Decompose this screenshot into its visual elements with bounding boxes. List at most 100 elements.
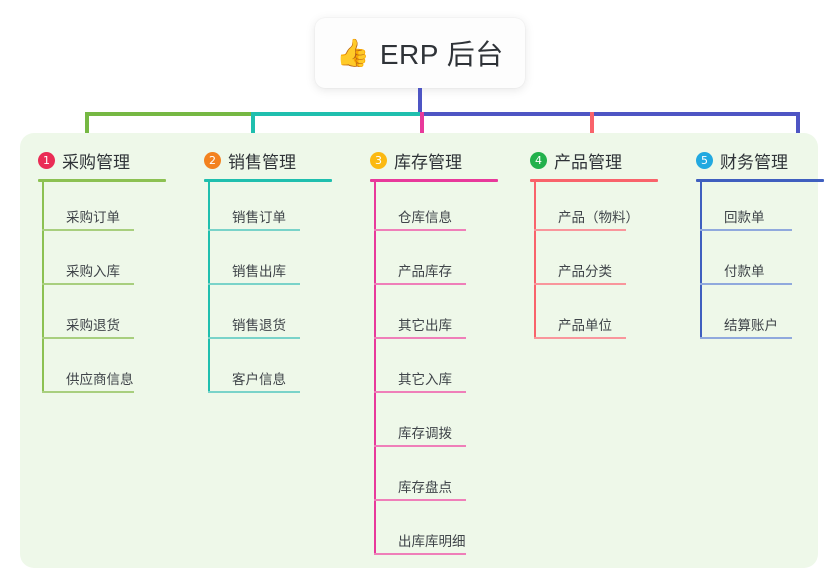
- branch-spine: [42, 182, 44, 393]
- branch-title: 库存管理: [394, 152, 462, 172]
- leaf-item[interactable]: 供应商信息: [42, 344, 185, 398]
- leaf-item[interactable]: 回款单: [700, 182, 839, 236]
- leaf-item-underline: [374, 337, 466, 339]
- leaf-item-underline: [42, 337, 134, 339]
- leaf-item[interactable]: 付款单: [700, 236, 839, 290]
- branch-title: 销售管理: [228, 152, 296, 172]
- leaf-item-underline: [374, 553, 466, 555]
- branch-underline: [530, 179, 658, 182]
- leaf-item-underline: [42, 391, 134, 393]
- leaf-item[interactable]: 产品分类: [534, 236, 677, 290]
- leaf-item-underline: [700, 337, 792, 339]
- leaf-item-label: 客户信息: [232, 372, 286, 387]
- leaf-item[interactable]: 产品（物料）: [534, 182, 677, 236]
- branch-items-product: 产品（物料） 产品分类产品单位: [534, 182, 677, 344]
- leaf-item[interactable]: 采购退货: [42, 290, 185, 344]
- leaf-item-label: 其它入库: [398, 372, 452, 387]
- leaf-item[interactable]: 其它入库: [374, 344, 517, 398]
- branch-column-finance: 5 财务管理回款单付款单结算账户: [678, 147, 839, 344]
- bar-blue: [420, 112, 800, 116]
- branch-header-product[interactable]: 4 产品管理: [512, 147, 677, 173]
- branch-number-badge: 4: [530, 151, 547, 169]
- leaf-item-label: 产品单位: [558, 318, 612, 333]
- leaf-item-underline: [700, 229, 792, 231]
- branch-spine: [534, 182, 536, 339]
- branch-header-sales[interactable]: 2 销售管理: [186, 147, 351, 173]
- branch-spine: [208, 182, 210, 393]
- branch-number-badge: 5: [696, 151, 713, 169]
- leaf-item-underline: [700, 283, 792, 285]
- leaf-item-label: 销售出库: [232, 264, 286, 279]
- branch-header-inventory[interactable]: 3 库存管理: [352, 147, 517, 173]
- leaf-item[interactable]: 产品库存: [374, 236, 517, 290]
- leaf-item-label: 销售订单: [232, 210, 286, 225]
- leaf-item-label: 产品（物料）: [558, 210, 639, 225]
- leaf-item-underline: [42, 229, 134, 231]
- leaf-item[interactable]: 产品单位: [534, 290, 677, 344]
- branch-items-finance: 回款单付款单结算账户: [700, 182, 839, 344]
- branch-number-badge: 1: [38, 151, 55, 169]
- leaf-item[interactable]: 库存盘点: [374, 452, 517, 506]
- leaf-item[interactable]: 仓库信息: [374, 182, 517, 236]
- branch-header-finance[interactable]: 5 财务管理: [678, 147, 839, 173]
- leaf-item-underline: [534, 283, 626, 285]
- branch-spine: [374, 182, 376, 555]
- leaf-item-label: 供应商信息: [66, 372, 134, 387]
- leaf-item-underline: [374, 283, 466, 285]
- leaf-item-label: 采购入库: [66, 264, 120, 279]
- leaf-item-underline: [534, 229, 626, 231]
- branch-items-purchase: 采购订单采购入库采购退货供应商信息: [42, 182, 185, 398]
- branch-column-product: 4 产品管理产品（物料） 产品分类产品单位: [512, 147, 677, 344]
- leaf-item-underline: [374, 499, 466, 501]
- branch-number-badge: 3: [370, 151, 387, 169]
- branch-items-inventory: 仓库信息产品库存其它出库其它入库库存调拨库存盘点出库库明细: [374, 182, 517, 560]
- leaf-item[interactable]: 采购订单: [42, 182, 185, 236]
- leaf-item-label: 产品库存: [398, 264, 452, 279]
- leaf-item-label: 其它出库: [398, 318, 452, 333]
- leaf-item-underline: [374, 229, 466, 231]
- root-stem-connector: [418, 88, 422, 114]
- branch-underline: [696, 179, 824, 182]
- leaf-item-underline: [208, 229, 300, 231]
- leaf-item-label: 仓库信息: [398, 210, 452, 225]
- leaf-item-label: 采购订单: [66, 210, 120, 225]
- leaf-item-underline: [374, 391, 466, 393]
- branch-items-sales: 销售订单销售出库销售退货客户信息: [208, 182, 351, 398]
- bar-green: [85, 112, 251, 116]
- leaf-item-underline: [208, 337, 300, 339]
- bar-teal: [251, 112, 420, 116]
- branch-underline: [204, 179, 332, 182]
- leaf-item[interactable]: 结算账户: [700, 290, 839, 344]
- root-node[interactable]: 👍 ERP 后台: [315, 18, 525, 88]
- leaf-item-label: 产品分类: [558, 264, 612, 279]
- branch-number-badge: 2: [204, 151, 221, 169]
- leaf-item-underline: [534, 337, 626, 339]
- leaf-item-label: 库存调拨: [398, 426, 452, 441]
- leaf-item-label: 结算账户: [724, 318, 778, 333]
- branch-title: 财务管理: [720, 152, 788, 172]
- leaf-item[interactable]: 采购入库: [42, 236, 185, 290]
- thumbs-up-icon: 👍: [336, 37, 370, 69]
- branch-column-inventory: 3 库存管理仓库信息产品库存其它出库其它入库库存调拨库存盘点出库库明细: [352, 147, 517, 560]
- leaf-item[interactable]: 其它出库: [374, 290, 517, 344]
- branch-title: 产品管理: [554, 152, 622, 172]
- branch-underline: [38, 179, 166, 182]
- branch-underline: [370, 179, 498, 182]
- leaf-item-label: 采购退货: [66, 318, 120, 333]
- leaf-item[interactable]: 客户信息: [208, 344, 351, 398]
- leaf-item[interactable]: 销售订单: [208, 182, 351, 236]
- leaf-item[interactable]: 出库库明细: [374, 506, 517, 560]
- leaf-item[interactable]: 销售退货: [208, 290, 351, 344]
- diagram-panel: [20, 133, 818, 568]
- leaf-item-label: 回款单: [724, 210, 765, 225]
- leaf-item[interactable]: 库存调拨: [374, 398, 517, 452]
- leaf-item-underline: [208, 391, 300, 393]
- branch-spine: [700, 182, 702, 339]
- root-title: ERP 后台: [379, 39, 504, 70]
- leaf-item-label: 销售退货: [232, 318, 286, 333]
- leaf-item-label: 库存盘点: [398, 480, 452, 495]
- leaf-item-label: 付款单: [724, 264, 765, 279]
- leaf-item[interactable]: 销售出库: [208, 236, 351, 290]
